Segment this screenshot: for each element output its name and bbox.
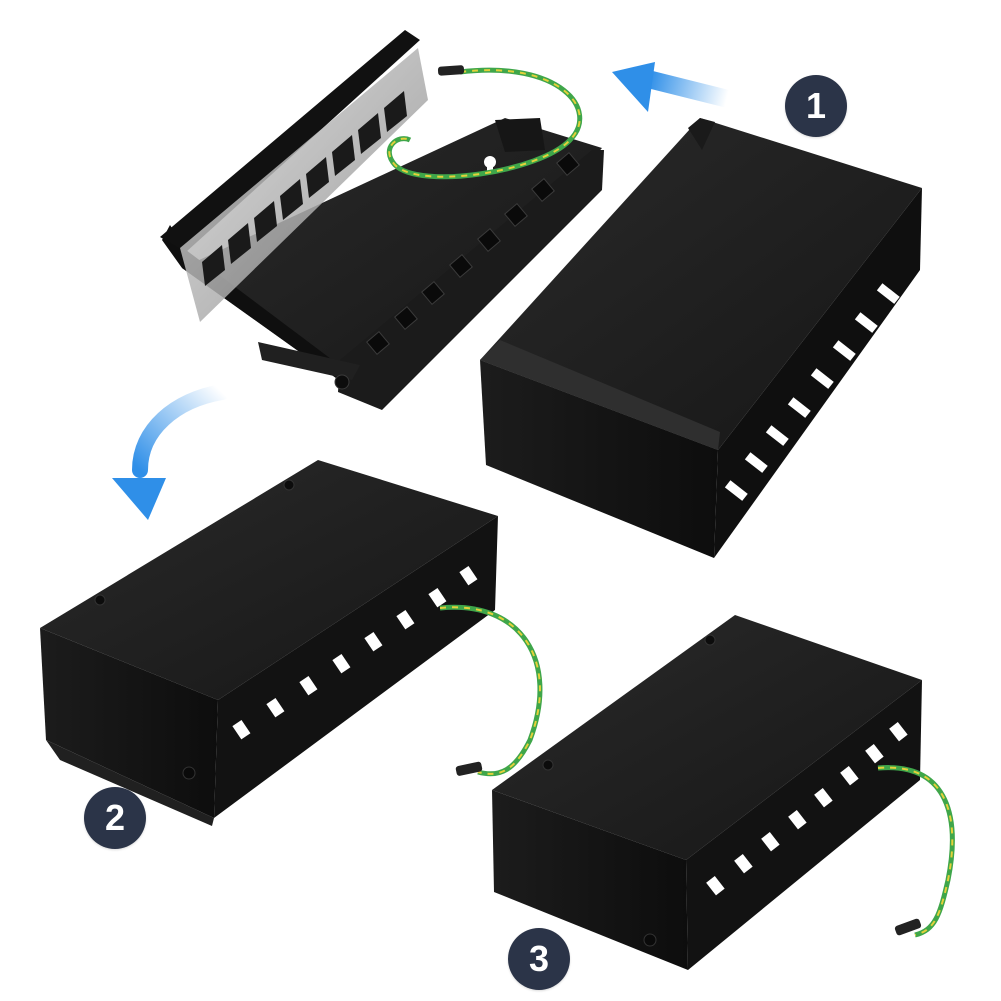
cover-lid [480, 118, 922, 558]
arrow-left-icon [612, 62, 729, 112]
step-badge-2: 2 [84, 787, 146, 849]
box3-ports [706, 722, 908, 896]
tray-port-cutouts [366, 152, 580, 355]
keystone-plate-slots [202, 91, 407, 286]
open-tray [160, 30, 604, 410]
step-badge-1: 1 [785, 75, 847, 137]
assembled-box-step-2 [40, 460, 543, 826]
cover-notches [724, 283, 900, 501]
curved-arrow-down-icon [112, 384, 230, 520]
box2-ports [232, 566, 478, 740]
step-badge-3: 3 [508, 928, 570, 990]
assembled-box-step-3 [492, 615, 955, 970]
